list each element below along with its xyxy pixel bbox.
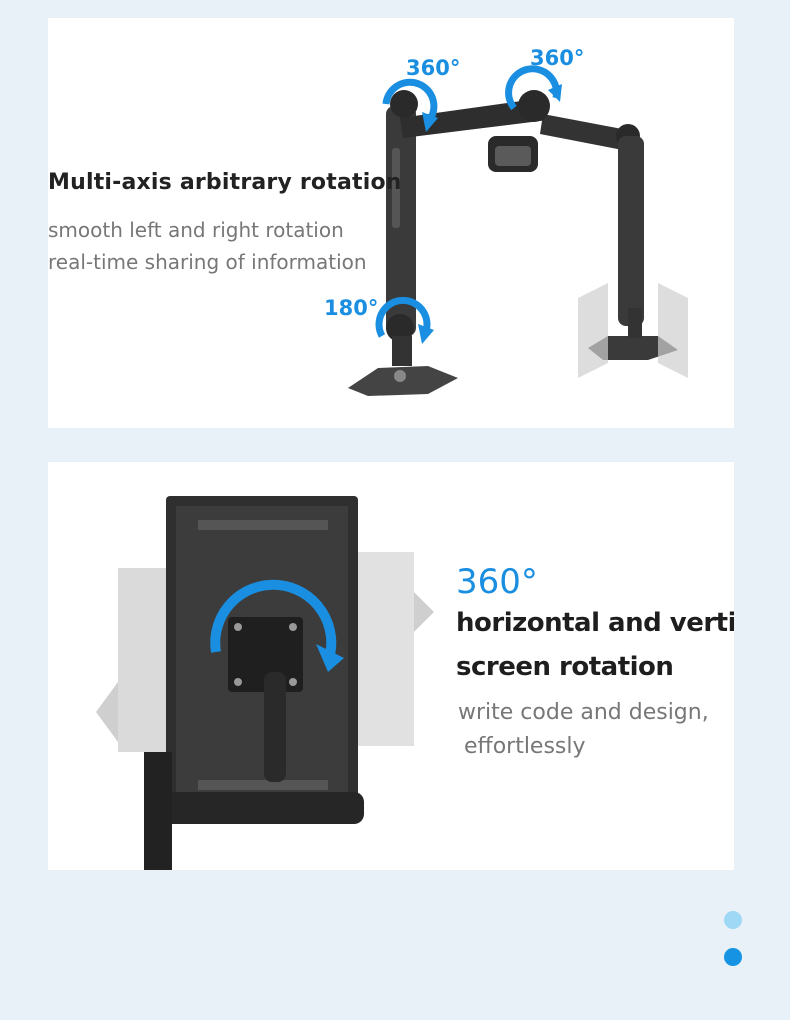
feature-panel-rotation: 360° 360° 180° Multi-axis arbitrary rota… bbox=[48, 18, 734, 428]
rotation-label-bottom: 180° bbox=[324, 296, 379, 320]
feature-panel-screen-rotation: 360° horizontal and vertical screen rota… bbox=[48, 462, 734, 870]
monitor-arm-illustration bbox=[348, 65, 688, 396]
feature-line-2: real-time sharing of information bbox=[48, 250, 367, 274]
pagination-dot-1[interactable] bbox=[724, 911, 742, 929]
pagination-dot-2-active[interactable] bbox=[724, 948, 742, 966]
feature-title: Multi-axis arbitrary rotation bbox=[48, 170, 402, 195]
feature-title-line-2: screen rotation bbox=[456, 652, 674, 682]
monitor-rotation-illustration bbox=[96, 496, 434, 870]
feature-line-1: smooth left and right rotation bbox=[48, 218, 344, 242]
rotation-degree: 360° bbox=[456, 562, 538, 602]
rotation-label-left-top: 360° bbox=[406, 56, 461, 80]
feature-desc-line-2: effortlessly bbox=[464, 734, 586, 759]
feature-title-line-1: horizontal and vertical bbox=[456, 608, 734, 638]
feature-desc-line-1: write code and design, bbox=[458, 700, 709, 725]
rotation-label-right-top: 360° bbox=[530, 46, 585, 70]
